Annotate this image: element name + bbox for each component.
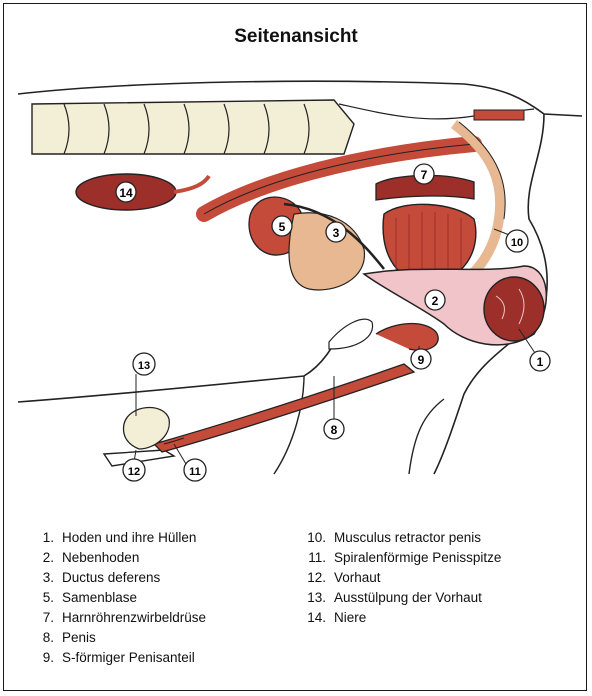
svg-text:10: 10 — [511, 237, 523, 249]
s-flexure — [376, 324, 438, 351]
label-marker-10: 10 — [506, 230, 528, 252]
legend-item: 12.Vorhaut — [300, 568, 501, 588]
label-marker-13: 13 — [133, 353, 155, 375]
testis — [484, 277, 544, 341]
label-marker-7: 7 — [414, 164, 434, 184]
legend-item: 2.Nebenhoden — [28, 548, 206, 568]
label-marker-2: 2 — [425, 290, 445, 310]
svg-text:14: 14 — [119, 186, 133, 200]
label-marker-8: 8 — [324, 419, 344, 439]
figure-title: Seitenansicht — [4, 26, 588, 48]
legend-item: 1.Hoden und ihre Hüllen — [28, 528, 206, 548]
legend-item: 3.Ductus deferens — [28, 568, 206, 588]
label-marker-3: 3 — [326, 222, 346, 242]
label-marker-11: 11 — [184, 459, 206, 481]
legend-item: 8.Penis — [28, 628, 206, 648]
legend-left-column: 1.Hoden und ihre Hüllen 2.Nebenhoden 3.D… — [28, 528, 206, 668]
belly-outline — [18, 334, 339, 402]
svg-text:8: 8 — [331, 423, 338, 437]
legend-item: 10.Musculus retractor penis — [300, 528, 501, 548]
svg-text:9: 9 — [418, 353, 425, 367]
label-marker-1: 1 — [530, 351, 550, 371]
legend-item: 13.Ausstülpung der Vorhaut — [300, 588, 501, 608]
svg-text:5: 5 — [279, 220, 286, 234]
svg-text:3: 3 — [333, 226, 340, 240]
label-marker-9: 9 — [411, 349, 431, 369]
legend-item: 9.S-förmiger Penisanteil — [28, 648, 206, 668]
legend-item: 5.Samenblase — [28, 588, 206, 608]
small-gland — [329, 319, 373, 349]
svg-text:2: 2 — [432, 294, 439, 308]
svg-text:11: 11 — [189, 466, 201, 478]
svg-text:12: 12 — [128, 466, 140, 478]
label-marker-14: 14 — [116, 182, 136, 202]
figure-frame: Seitenansicht — [3, 3, 587, 691]
label-marker-12: 12 — [123, 459, 145, 481]
label-marker-5: 5 — [272, 216, 292, 236]
legend-item: 7.Harnröhrenzwirbeldrüse — [28, 608, 206, 628]
anatomy-illustration: 14 7 5 3 10 2 9 1 — [4, 74, 588, 514]
svg-text:13: 13 — [138, 360, 150, 372]
ductus-region — [289, 213, 364, 290]
svg-text:1: 1 — [537, 355, 544, 369]
legend-right-column: 10.Musculus retractor penis 11.Spiralenf… — [300, 528, 501, 628]
legend-item: 14.Niere — [300, 608, 501, 628]
legend-item: 11.Spiralenförmige Penisspitze — [300, 548, 501, 568]
svg-text:7: 7 — [421, 168, 428, 182]
